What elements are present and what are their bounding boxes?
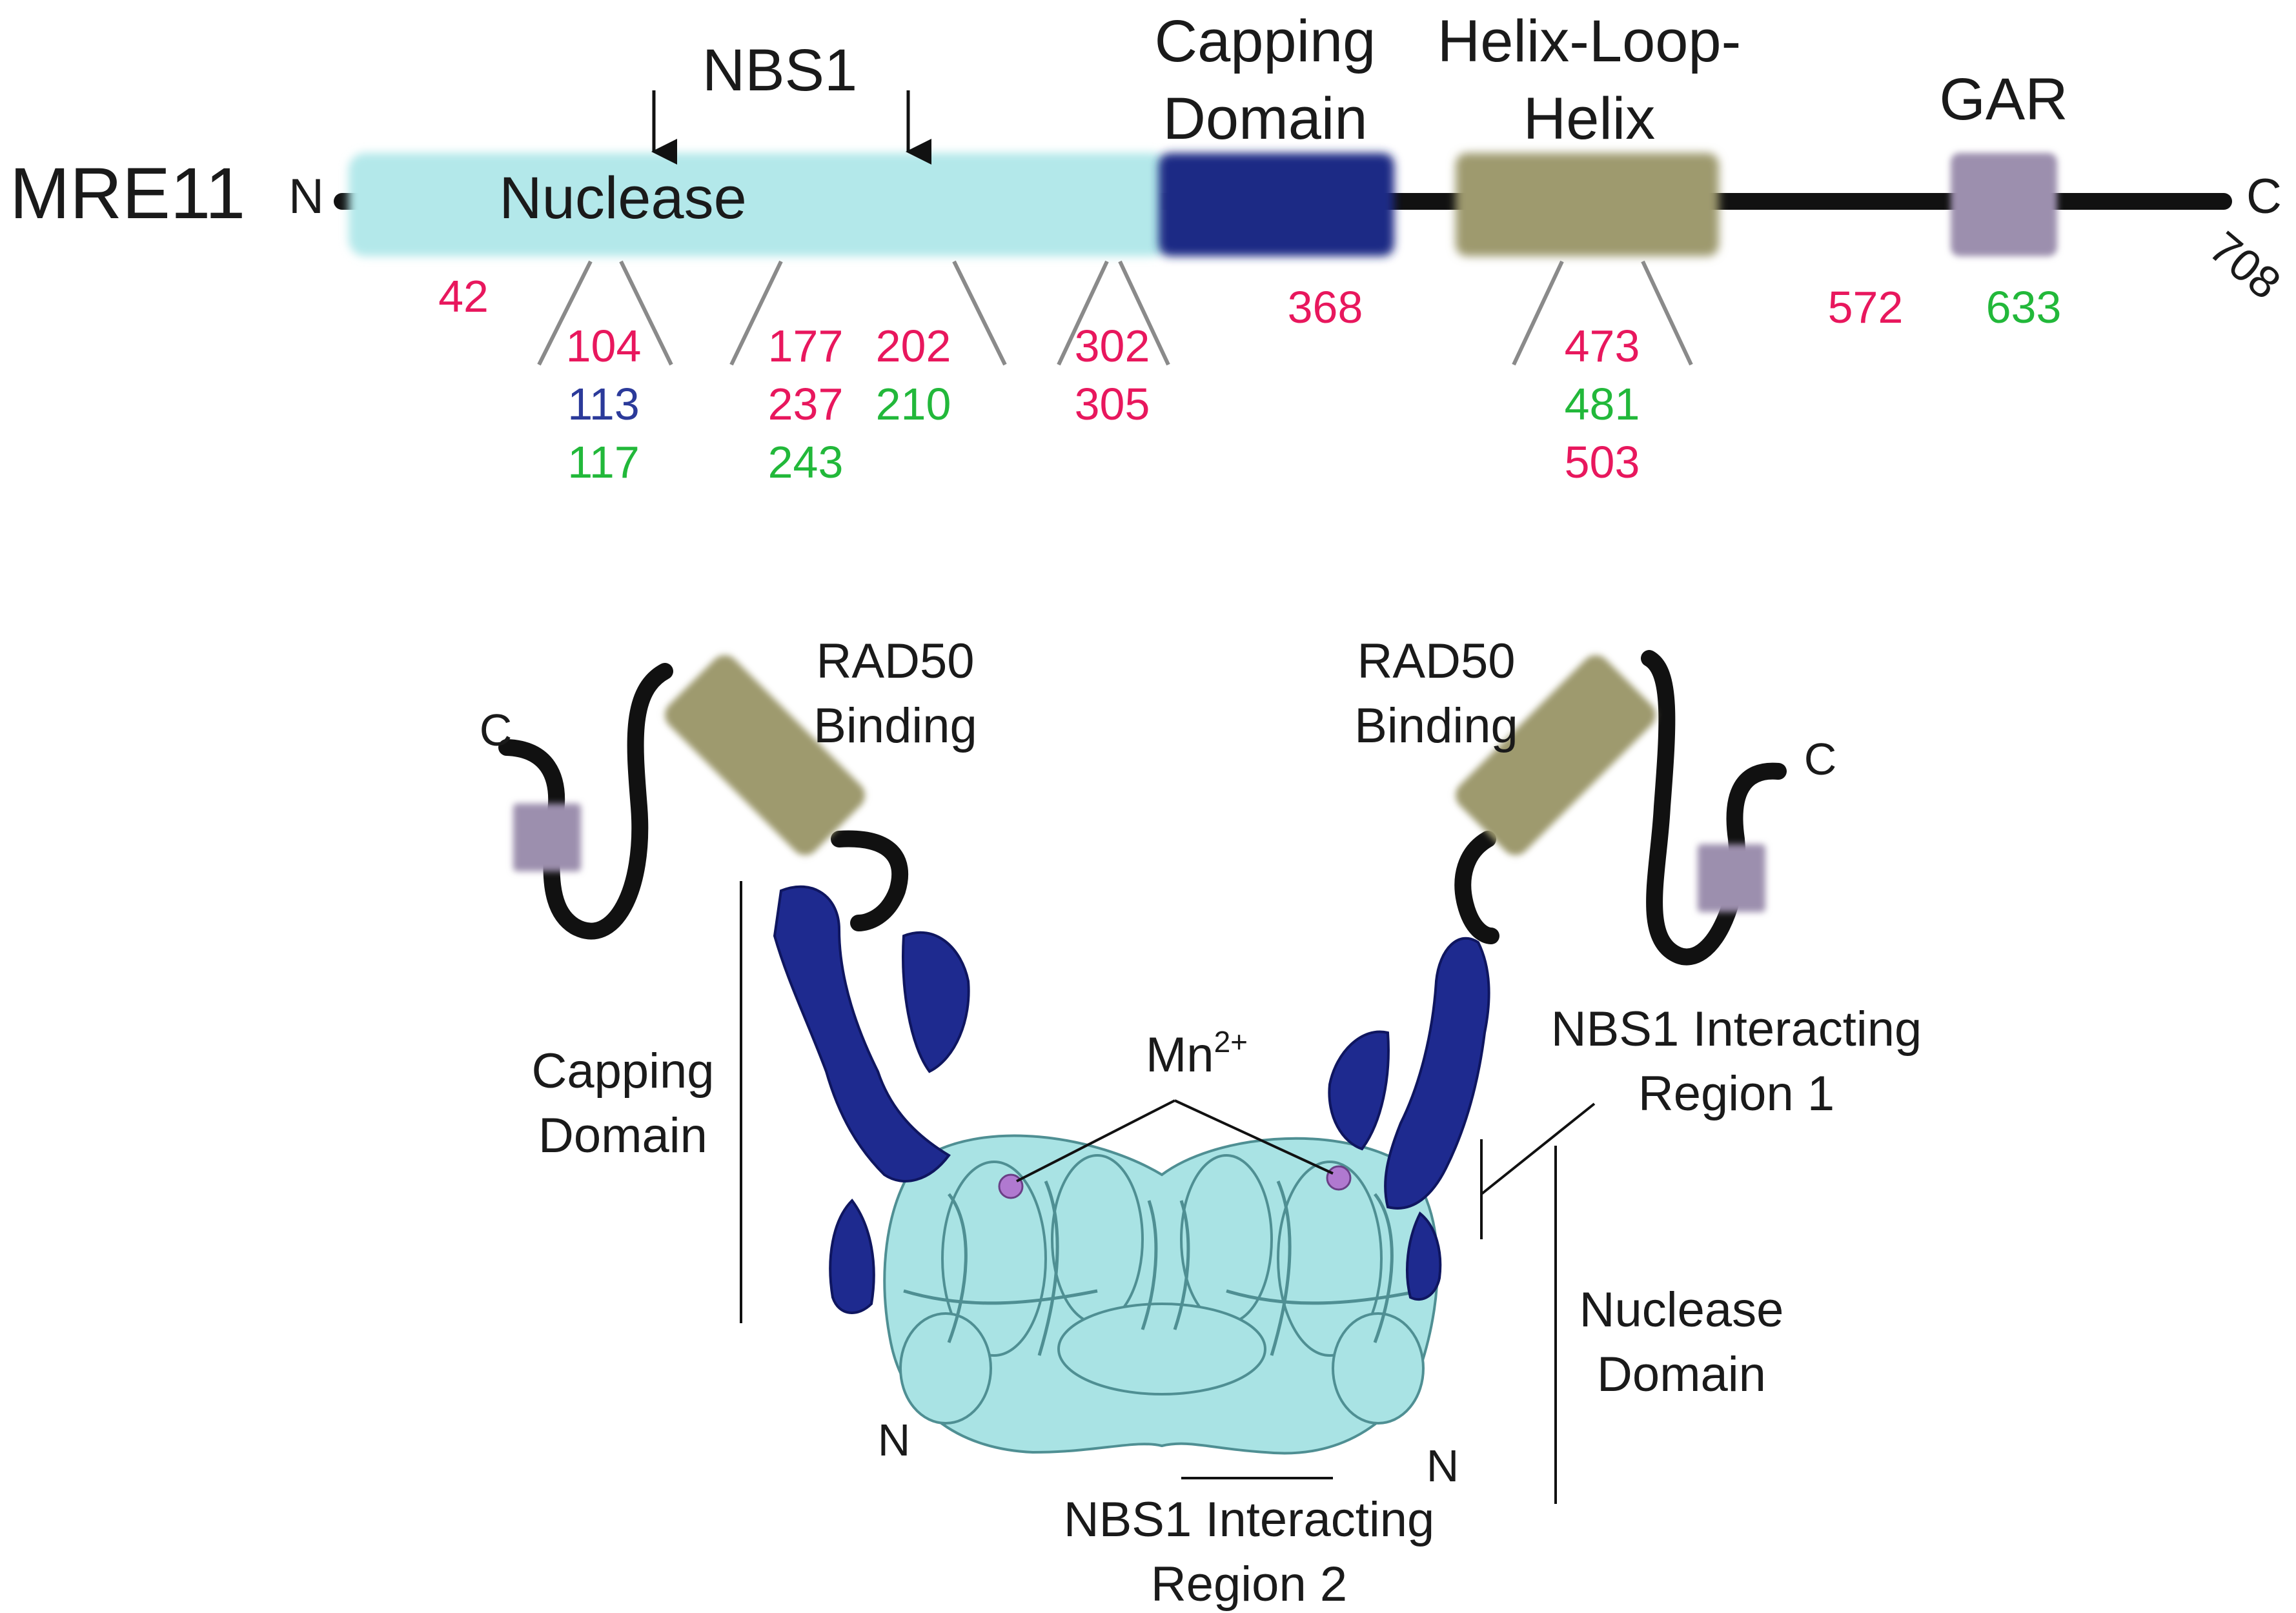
mutation-177: 177: [768, 321, 844, 371]
rad50-binding-left-1: RAD50: [817, 634, 975, 689]
mn-ion-label: Mn2+: [1146, 1025, 1248, 1082]
mn-ion-right: [1326, 1165, 1352, 1191]
mn-ion-left: [998, 1173, 1024, 1199]
mutation-503: 503: [1565, 437, 1640, 487]
hlh-domain-block: [1456, 153, 1719, 256]
gar-label: GAR: [1939, 66, 2067, 132]
hlh-label-2: Helix: [1523, 86, 1655, 152]
mutation-368: 368: [1288, 282, 1363, 332]
mn-superscript: 2+: [1214, 1025, 1248, 1059]
nbs1-label: NBS1: [702, 37, 857, 103]
n-terminus-right: N: [1427, 1441, 1459, 1491]
mutation-210: 210: [876, 379, 951, 429]
c-terminus-right: C: [1804, 734, 1837, 784]
capping-domain-struct-2: Domain: [538, 1108, 707, 1163]
left-linker: [831, 830, 908, 931]
mutation-labels: 42 104 113 117 177 237 243 202 210 302 3…: [438, 271, 2061, 487]
mutation-302: 302: [1075, 321, 1150, 371]
right-capping-ribbons: [1328, 937, 1490, 1301]
dimer-structure: RAD50 Binding RAD50 Binding C C N N Capp…: [480, 634, 1922, 1612]
mutation-117: 117: [567, 437, 640, 487]
nbs1-region1-label-2: Region 1: [1638, 1066, 1834, 1121]
mutation-473: 473: [1565, 321, 1640, 371]
nbs1-region2-label-1: NBS1 Interacting: [1064, 1492, 1435, 1547]
mutation-237: 237: [768, 379, 844, 429]
hlh-label-1: Helix-Loop-: [1438, 8, 1741, 74]
gar-domain-block: [1951, 153, 2057, 256]
rad50-binding-right-1: RAD50: [1357, 634, 1516, 689]
nbs1-region2-label-2: Region 2: [1151, 1557, 1347, 1612]
capping-domain-label-1: Capping: [1155, 8, 1376, 74]
right-linker: [1454, 831, 1499, 944]
left-capping-ribbons: [773, 885, 970, 1314]
left-gar-box: [513, 804, 581, 871]
rad50-binding-left-2: Binding: [813, 698, 977, 753]
capping-domain-label-2: Domain: [1163, 86, 1367, 152]
n-terminus-label: N: [289, 169, 324, 224]
mutation-42: 42: [438, 271, 489, 321]
rad50-binding-right-2: Binding: [1354, 698, 1518, 753]
mutation-202: 202: [876, 321, 951, 371]
nuclease-domain-block: [349, 153, 1168, 256]
mutation-243: 243: [768, 437, 844, 487]
mutation-572: 572: [1828, 282, 1904, 332]
domain-map: MRE11 N C 708 Nuclease Capping Domain He…: [10, 8, 2290, 487]
mutation-113: 113: [567, 379, 640, 429]
mn-base: Mn: [1146, 1028, 1214, 1082]
mutation-brackets: [537, 260, 1693, 366]
mutation-104: 104: [566, 321, 642, 371]
left-hlh-cylinder: [665, 655, 865, 855]
annotation-lines: [740, 881, 1596, 1504]
right-c-tail: [1641, 650, 1787, 966]
n-terminus-left: N: [878, 1415, 911, 1465]
mutation-305: 305: [1075, 379, 1150, 429]
c-terminus-left: C: [480, 705, 513, 755]
nuclease-core-strands: [903, 1181, 1421, 1356]
left-c-tail: [498, 663, 673, 940]
nuclease-domain-struct-1: Nuclease: [1580, 1283, 1784, 1337]
nuclease-domain-struct-2: Domain: [1597, 1347, 1766, 1402]
nuclease-label: Nuclease: [499, 165, 747, 231]
nuclease-core-ribbons: [883, 1134, 1439, 1455]
protein-name: MRE11: [10, 153, 245, 234]
mutation-633: 633: [1986, 282, 2062, 332]
protein-length-label: 708: [2200, 222, 2290, 309]
mutation-481: 481: [1565, 379, 1640, 429]
right-gar-box: [1698, 844, 1765, 912]
right-hlh-cylinder: [1456, 655, 1656, 855]
c-terminus-label: C: [2246, 169, 2282, 224]
capping-domain-block: [1159, 153, 1394, 256]
nbs1-region1-label-1: NBS1 Interacting: [1551, 1002, 1922, 1057]
capping-domain-struct-1: Capping: [531, 1044, 714, 1099]
